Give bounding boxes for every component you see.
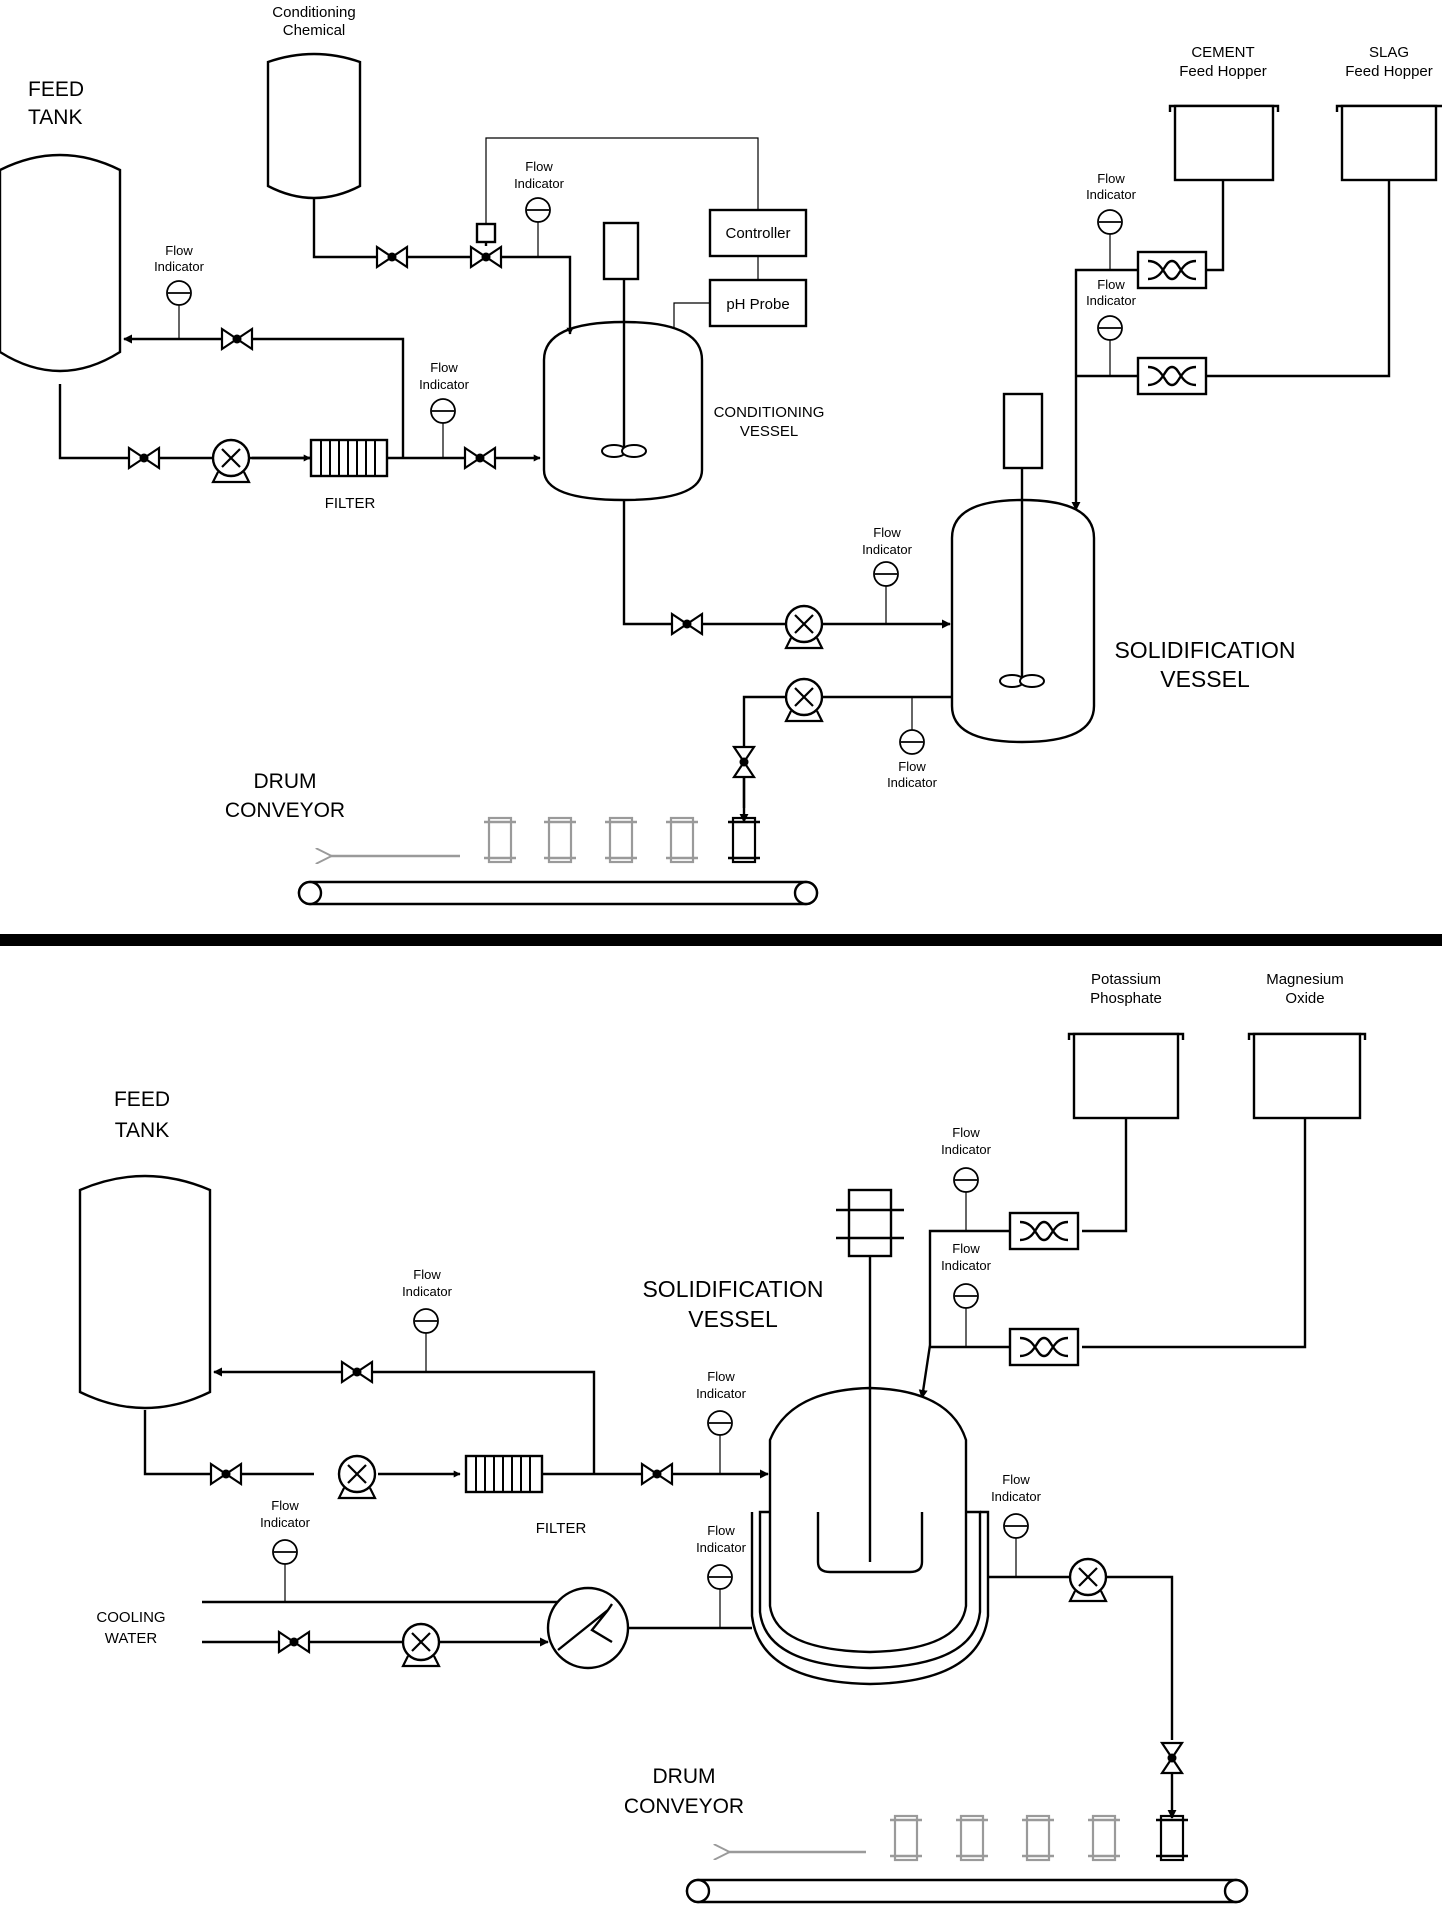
top-solidification-vessel-label: VESSEL	[1160, 666, 1250, 692]
flow-indicator-label: Indicator	[991, 1489, 1042, 1504]
slag-feed-line	[1206, 180, 1391, 378]
conditioning-vessel-label: CONDITIONING	[714, 404, 825, 421]
top-filter-label: FILTER	[325, 495, 376, 512]
transfer-line	[622, 500, 951, 629]
slag-hopper-label: SLAG	[1369, 44, 1409, 61]
feed-outlet-line	[58, 384, 541, 462]
bottom-solidification-vessel-label: VESSEL	[688, 1306, 778, 1332]
bottom-diagram: FEED TANK Potassium Phosphate Magnesium …	[78, 971, 1367, 1904]
flow-indicator-label: Indicator	[402, 1284, 453, 1299]
flow-indicator-label: Flow	[1097, 277, 1125, 292]
ph-probe-label: pH Probe	[726, 296, 789, 313]
conditioning-chemical-label: Conditioning	[272, 4, 355, 21]
bottom-feed-tank-label: TANK	[115, 1119, 169, 1142]
flow-indicator-label: Flow	[873, 525, 901, 540]
cement-hopper-label: CEMENT	[1191, 44, 1254, 61]
slag-hopper-label: Feed Hopper	[1345, 63, 1433, 80]
recycle-line	[123, 334, 405, 458]
bottom-drum-conveyor: DRUM CONVEYOR	[624, 1765, 1249, 1904]
cement-hopper-label: Feed Hopper	[1179, 63, 1267, 80]
potassium-phosphate-label: Potassium	[1091, 971, 1161, 988]
phosphate-feed-line	[1082, 1118, 1128, 1233]
cement-hopper: CEMENT Feed Hopper	[1168, 44, 1280, 182]
flow-indicator-label: Flow	[707, 1369, 735, 1384]
magnesium-oxide-hopper: Magnesium Oxide	[1247, 971, 1367, 1120]
bottom-feed-outlet-line	[143, 1410, 314, 1476]
grout-outlet-line	[742, 695, 952, 808]
oxide-feed-line	[1082, 1118, 1307, 1349]
flow-indicator-label: Flow	[413, 1267, 441, 1282]
flow-indicator-label: Indicator	[514, 176, 565, 191]
flow-indicator-label: Flow	[898, 759, 926, 774]
top-drum-conveyor-label: DRUM	[254, 770, 317, 793]
bottom-drum-conveyor-label: CONVEYOR	[624, 1795, 744, 1818]
top-diagram: FEED TANK Conditioning Chemical CEMENT F…	[0, 4, 1442, 906]
flow-indicator-label: Indicator	[154, 259, 205, 274]
controller-label: Controller	[725, 225, 790, 242]
slag-hopper: SLAG Feed Hopper	[1335, 44, 1442, 182]
flow-indicator-label: Indicator	[260, 1515, 311, 1530]
flow-indicator-label: Flow	[952, 1125, 980, 1140]
bottom-filter-label: FILTER	[536, 1520, 587, 1537]
binder-feed-line	[918, 1229, 1010, 1399]
magnesium-oxide-label: Magnesium	[1266, 971, 1344, 988]
cooling-water-label: COOLING	[96, 1609, 165, 1626]
bottom-feed-tank: FEED TANK	[78, 1088, 212, 1410]
top-drum-conveyor: DRUM CONVEYOR	[225, 770, 819, 906]
cement-feed-line	[1206, 180, 1225, 272]
top-feed-tank-label: TANK	[28, 106, 82, 129]
control-valve	[469, 222, 503, 269]
flow-indicator-label: Indicator	[941, 1258, 992, 1273]
top-drum-conveyor-label: CONVEYOR	[225, 799, 345, 822]
additive-feed-line	[1071, 268, 1138, 511]
flow-indicator-label: Flow	[707, 1523, 735, 1538]
magnesium-oxide-label: Oxide	[1285, 990, 1324, 1007]
chemical-feed-line	[312, 198, 574, 335]
flow-indicator-label: Indicator	[887, 775, 938, 790]
flow-indicator-label: Indicator	[419, 377, 470, 392]
bottom-solidification-vessel: SOLIDIFICATION VESSEL	[642, 1188, 990, 1686]
flow-indicator-label: Flow	[271, 1498, 299, 1513]
cooling-water-label: WATER	[105, 1630, 158, 1647]
flow-indicator-label: Indicator	[1086, 293, 1137, 308]
control-signal-line	[485, 137, 759, 238]
flow-indicator-label: Flow	[1002, 1472, 1030, 1487]
section-divider	[0, 934, 1442, 946]
potassium-phosphate-label: Phosphate	[1090, 990, 1162, 1007]
top-solidification-vessel: SOLIDIFICATION VESSEL	[950, 392, 1296, 744]
flow-indicator-label: Flow	[952, 1241, 980, 1256]
ph-probe-box: pH Probe	[708, 278, 808, 328]
flow-indicator-label: Flow	[1097, 171, 1125, 186]
flow-indicator-label: Indicator	[696, 1386, 747, 1401]
flow-indicator-label: Indicator	[862, 542, 913, 557]
bottom-grout-outlet-line	[988, 1575, 1174, 1740]
flow-indicator-label: Flow	[430, 360, 458, 375]
conditioning-vessel: CONDITIONING VESSEL	[542, 221, 825, 502]
conditioning-vessel-label: VESSEL	[740, 423, 798, 440]
bottom-solidification-vessel-label: SOLIDIFICATION	[642, 1276, 823, 1302]
top-feed-tank-label: FEED	[28, 78, 84, 101]
bottom-recycle-line	[213, 1367, 596, 1474]
flow-indicator-label: Indicator	[941, 1142, 992, 1157]
top-feed-tank: FEED TANK	[0, 78, 122, 373]
agitator-motor	[836, 1188, 904, 1330]
flow-indicator-label: Flow	[165, 243, 193, 258]
flow-indicator-label: Flow	[525, 159, 553, 174]
conditioning-chemical-label: Chemical	[283, 22, 346, 39]
conditioning-chemical-tank: Conditioning Chemical	[266, 4, 362, 200]
flow-indicator-label: Indicator	[696, 1540, 747, 1555]
top-solidification-vessel-label: SOLIDIFICATION	[1114, 637, 1295, 663]
flow-indicator-label: Indicator	[1086, 187, 1137, 202]
heat-exchanger	[546, 1586, 630, 1670]
cooling-water-circuit: COOLING WATER Flow Indicator Flow Indica…	[96, 1498, 752, 1670]
controller-box: Controller	[708, 208, 808, 258]
bottom-feed-tank-label: FEED	[114, 1088, 170, 1111]
potassium-phosphate-hopper: Potassium Phosphate	[1067, 971, 1185, 1120]
bottom-drum-conveyor-label: DRUM	[653, 1765, 716, 1788]
